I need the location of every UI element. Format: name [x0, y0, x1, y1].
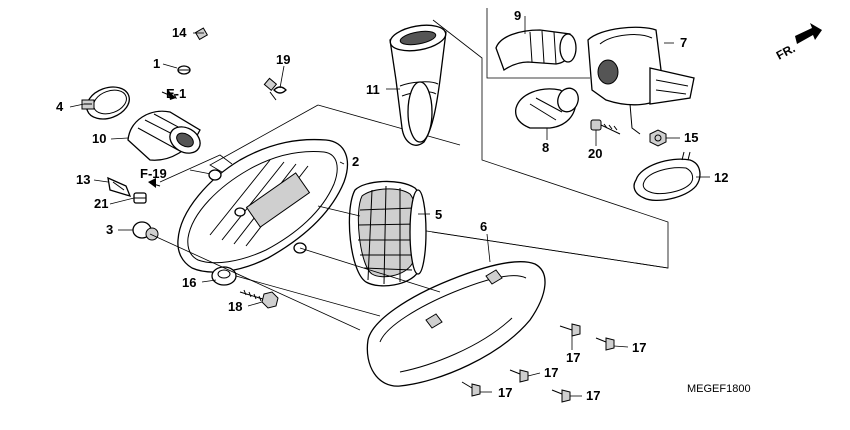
callout-21: 21	[94, 196, 108, 211]
ref-arrows	[148, 90, 178, 188]
seal-ring	[633, 151, 701, 201]
bolt-20	[590, 119, 621, 135]
screw-17d	[461, 381, 481, 397]
callout-11: 11	[366, 82, 380, 97]
callout-14: 14	[172, 25, 187, 40]
callout-18: 18	[228, 299, 242, 314]
callout-2: 2	[352, 154, 359, 169]
callout-17a: 17	[566, 350, 580, 365]
section-ref-e1[interactable]: E-1	[166, 86, 186, 101]
callout-13: 13	[76, 172, 90, 187]
clip-19	[269, 86, 287, 101]
intake-funnel	[389, 24, 447, 146]
screw-17c	[509, 369, 529, 383]
callout-17b: 17	[632, 340, 646, 355]
screw-17e	[551, 389, 571, 403]
intake-duct-8	[514, 87, 579, 129]
callout-labels: 1 2 3 4 5 6 7 8 9 10 11 12 13 14 15 16 1…	[56, 8, 728, 403]
callout-17d: 17	[498, 385, 512, 400]
bolt-18	[239, 289, 279, 309]
callout-20: 20	[588, 146, 602, 161]
callout-7: 7	[680, 35, 687, 50]
clip-1	[177, 65, 191, 75]
section-ref-f19[interactable]: F-19	[140, 166, 167, 181]
callout-16: 16	[182, 275, 196, 290]
connecting-tube	[127, 110, 201, 161]
clip-21	[133, 192, 147, 204]
callout-5: 5	[435, 207, 442, 222]
grommet-3	[132, 221, 159, 241]
grommet-16	[211, 266, 237, 286]
filter-element	[348, 180, 427, 287]
front-arrow	[795, 23, 822, 44]
air-cleaner-case	[177, 138, 349, 273]
callout-9: 9	[514, 8, 521, 23]
air-cleaner-cover	[366, 261, 546, 387]
alignment-lines	[149, 205, 441, 331]
resonator-chamber	[587, 26, 695, 135]
connecting-band	[81, 86, 130, 120]
callout-10: 10	[92, 131, 106, 146]
breather-tube	[183, 27, 278, 91]
callout-19: 19	[276, 52, 290, 67]
screw-17b	[595, 337, 615, 351]
intake-tube-9	[495, 29, 577, 71]
callout-12: 12	[714, 170, 728, 185]
leader-lines	[69, 16, 710, 397]
callout-4: 4	[56, 99, 64, 114]
screw-17a	[559, 323, 581, 337]
callout-3: 3	[106, 222, 113, 237]
callout-17e: 17	[586, 388, 600, 403]
callout-6: 6	[480, 219, 487, 234]
diagram-code: MEGEF1800	[687, 383, 751, 395]
front-label: FR.	[774, 41, 798, 62]
tube-joint	[107, 176, 132, 198]
callout-17c: 17	[544, 365, 558, 380]
nut-15	[649, 129, 667, 147]
callout-1: 1	[153, 56, 160, 71]
callout-15: 15	[684, 130, 698, 145]
group-outline-lines	[159, 8, 669, 269]
callout-8: 8	[542, 140, 549, 155]
